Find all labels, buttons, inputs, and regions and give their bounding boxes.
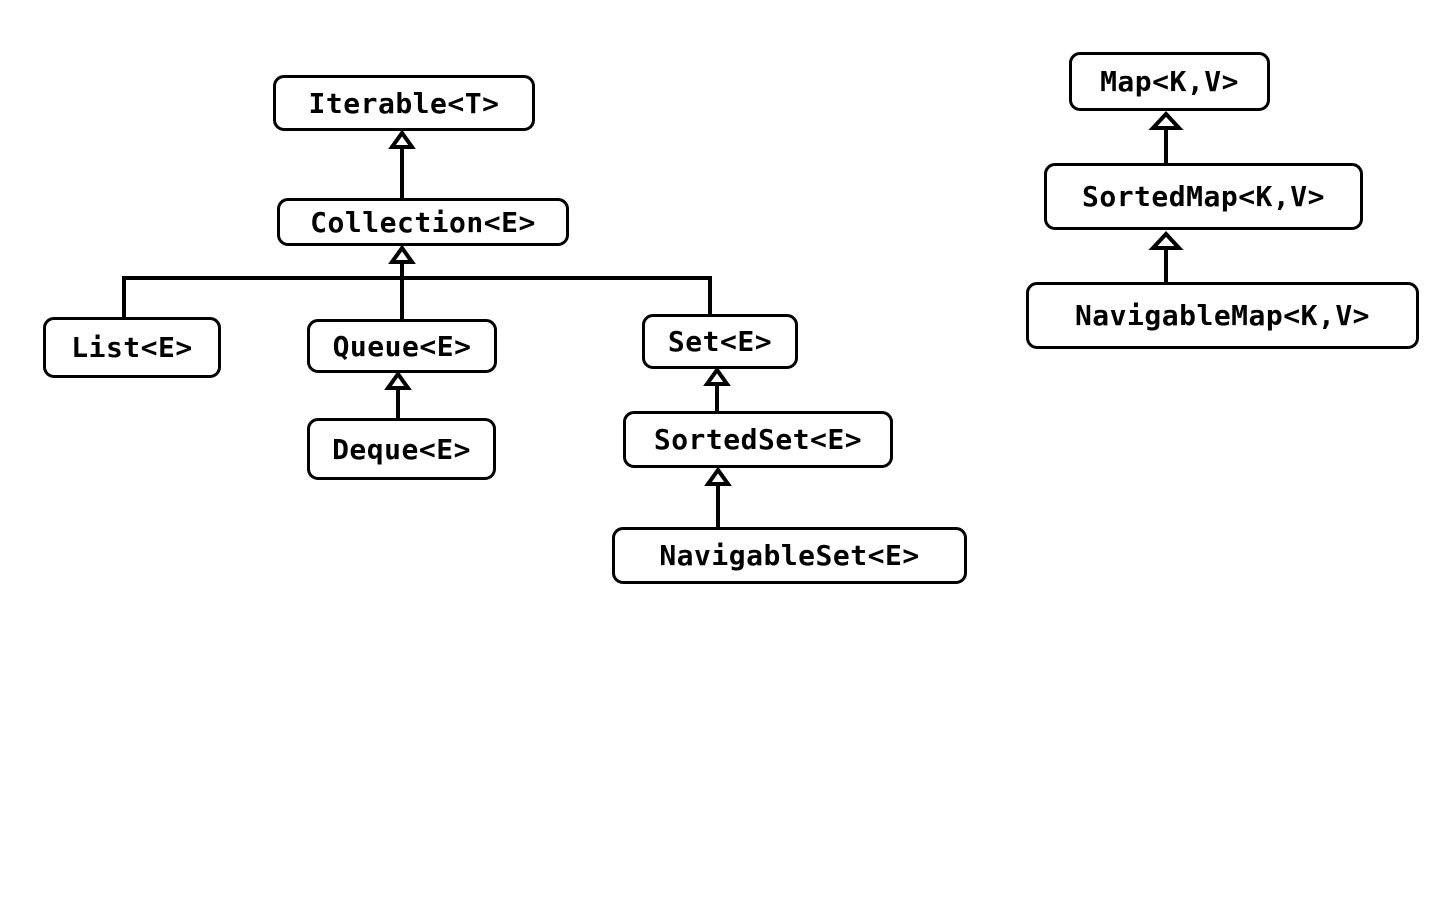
inheritance-arrowhead: [384, 370, 412, 390]
node-deque: Deque<E>: [307, 418, 496, 480]
inheritance-arrowhead: [703, 366, 731, 386]
node-sortedset: SortedSet<E>: [623, 411, 893, 468]
node-navigableset: NavigableSet<E>: [612, 527, 967, 584]
node-iterable: Iterable<T>: [273, 75, 535, 131]
node-list: List<E>: [43, 317, 221, 378]
node-navigablemap: NavigableMap<K,V>: [1026, 282, 1419, 349]
node-queue: Queue<E>: [307, 319, 497, 373]
node-collection: Collection<E>: [277, 198, 569, 246]
inheritance-arrowhead: [1148, 231, 1184, 250]
inheritance-arrowhead: [388, 244, 416, 264]
inheritance-arrowhead: [388, 129, 416, 149]
node-map: Map<K,V>: [1069, 52, 1270, 111]
inheritance-arrowhead: [704, 466, 732, 486]
inheritance-arrowhead: [1148, 111, 1184, 130]
node-set: Set<E>: [642, 314, 798, 369]
node-sortedmap: SortedMap<K,V>: [1044, 163, 1363, 230]
edge-branch-list-set: [122, 276, 712, 317]
